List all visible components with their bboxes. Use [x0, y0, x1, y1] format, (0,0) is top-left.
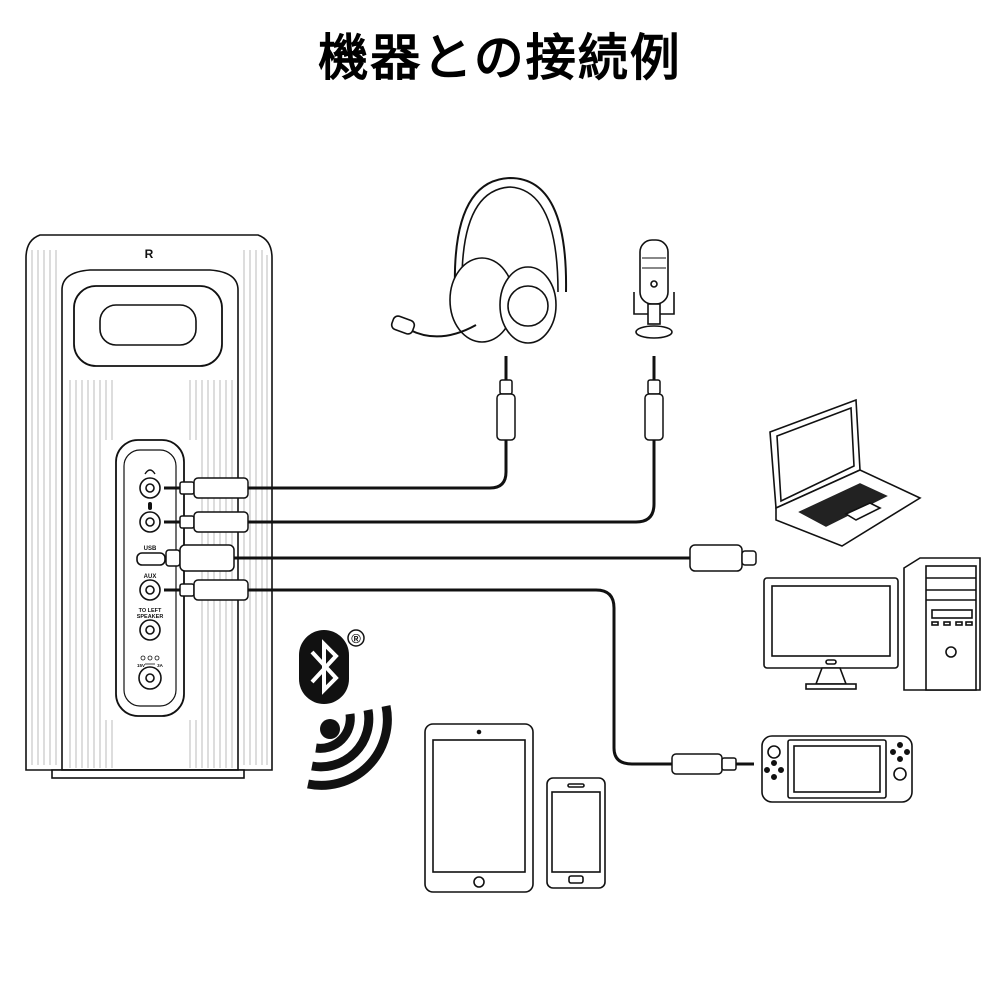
wireless-signal-icon	[307, 705, 392, 790]
usb-c-plug	[165, 544, 235, 572]
microphone-cable	[244, 438, 656, 524]
aux-plug	[164, 579, 249, 601]
laptop-icon	[769, 398, 922, 547]
headset-cable	[244, 438, 508, 490]
aux-port-label: AUX	[144, 574, 157, 580]
speaker-side-label: R	[145, 247, 154, 261]
aux-cable	[244, 588, 674, 766]
dc-voltage-label: 15V	[137, 663, 145, 668]
dc-input-polarity-icon	[140, 655, 160, 665]
mic-plug	[164, 511, 249, 533]
usb-c-plug-laptop-end	[689, 544, 757, 572]
left-speaker-port-label-line2: SPEAKER	[137, 614, 164, 620]
headphone-plug	[164, 477, 249, 499]
desktop-pc-icon	[763, 557, 981, 691]
smartphone-icon	[546, 777, 606, 889]
dc-current-label: 3A	[157, 663, 164, 668]
gaming-headset-icon	[390, 176, 568, 344]
headset-jack-plug	[496, 356, 516, 441]
registered-trademark-mark: ®	[351, 631, 361, 646]
page-title: 機器との接続例	[318, 29, 682, 87]
handheld-game-console-icon	[761, 735, 913, 803]
speaker-rear-panel-icon	[25, 234, 273, 779]
usb-microphone-icon	[633, 239, 675, 339]
bluetooth-logo-icon	[299, 629, 365, 704]
aux-plug-console-end	[671, 753, 754, 775]
usb-port-label: USB	[144, 546, 157, 552]
tablet-icon	[424, 723, 534, 893]
left-speaker-port-label-line1: TO LEFT	[139, 608, 162, 614]
microphone-jack-plug	[644, 356, 664, 441]
